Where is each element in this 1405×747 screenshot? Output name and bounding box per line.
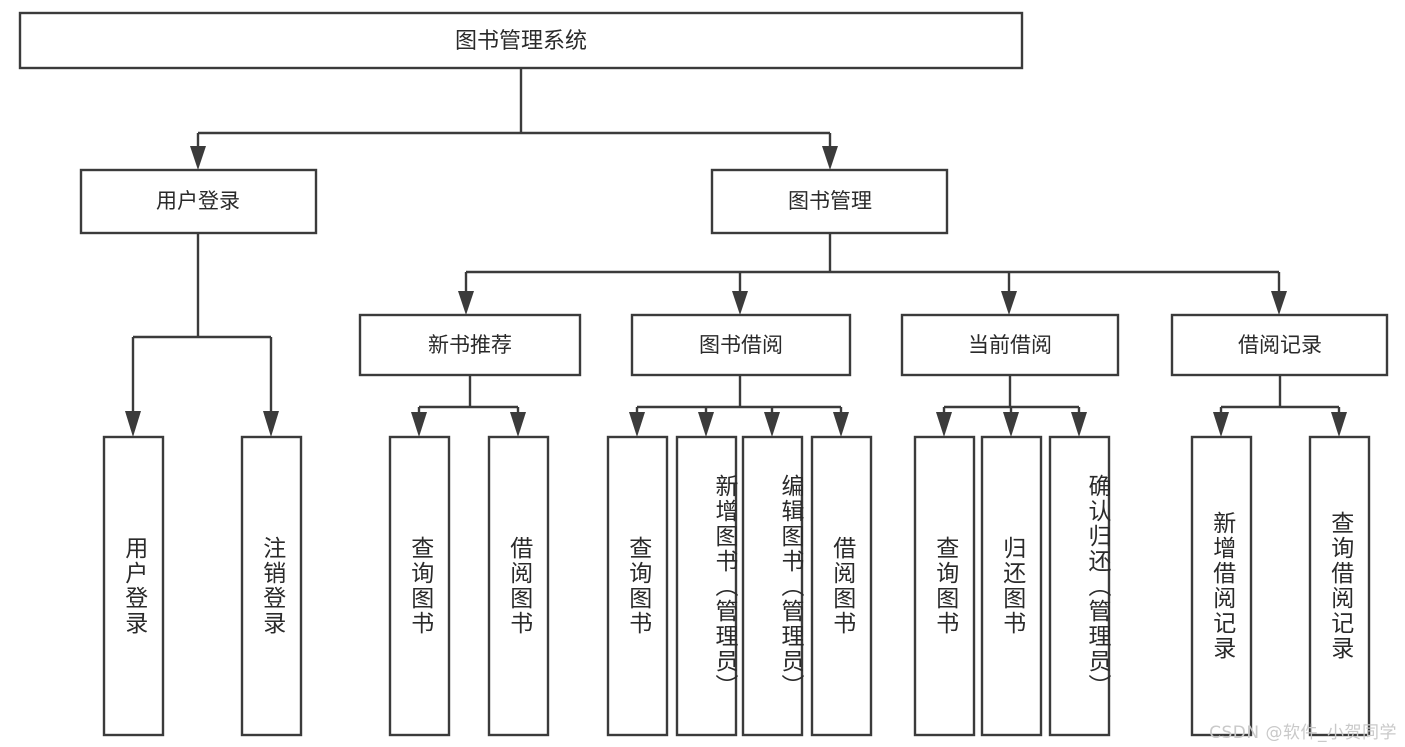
arrow-head-leaf-add-record bbox=[1213, 412, 1229, 437]
leaf-box-edit-book[interactable] bbox=[741, 435, 804, 737]
node-new-book-recommend-box[interactable] bbox=[358, 313, 582, 377]
node-new-book-recommend-label: 新书推荐 bbox=[428, 333, 512, 357]
leaf-box-borrow-book-2[interactable] bbox=[810, 435, 873, 737]
leaf-box-query-book-1[interactable] bbox=[388, 435, 451, 737]
node-book-manage[interactable]: 图书管理 bbox=[710, 168, 949, 235]
connector-layer bbox=[125, 68, 1347, 437]
leaf-box-borrow-book-1[interactable] bbox=[487, 435, 550, 737]
arrow-head-leaf-edit-book bbox=[764, 412, 780, 437]
node-root-system-box[interactable] bbox=[18, 11, 1024, 70]
arrow-head-leaf-return-book bbox=[1003, 412, 1019, 437]
leaf-box-return-book[interactable] bbox=[980, 435, 1043, 737]
node-book-borrow[interactable]: 图书借阅 bbox=[630, 313, 852, 377]
arrow-head-leaf-add-book bbox=[698, 412, 714, 437]
leaf-box-confirm-return[interactable] bbox=[1048, 435, 1111, 737]
node-book-borrow-box[interactable] bbox=[630, 313, 852, 377]
node-root-system[interactable]: 图书管理系统 bbox=[18, 11, 1024, 70]
node-book-manage-label: 图书管理 bbox=[788, 189, 872, 213]
arrow-head-borrow-record bbox=[1271, 291, 1287, 315]
leaf-box-add-book[interactable] bbox=[675, 435, 738, 737]
node-root-system-label: 图书管理系统 bbox=[455, 29, 587, 54]
arrow-head-new-book-rec bbox=[458, 291, 474, 315]
node-user-login-box[interactable] bbox=[79, 168, 318, 235]
leaf-box-logout[interactable] bbox=[240, 435, 303, 737]
leaf-box-query-book-2[interactable] bbox=[606, 435, 669, 737]
node-borrow-record[interactable]: 借阅记录 bbox=[1170, 313, 1389, 377]
node-current-borrow-box[interactable] bbox=[900, 313, 1120, 377]
node-book-manage-box[interactable] bbox=[710, 168, 949, 235]
arrow-head-leaf-logout bbox=[263, 411, 279, 437]
arrow-head-user-login bbox=[190, 146, 206, 170]
node-new-book-recommend[interactable]: 新书推荐 bbox=[358, 313, 582, 377]
leaf-box-add-record[interactable] bbox=[1190, 435, 1253, 737]
arrow-head-leaf-borrow-book-2 bbox=[833, 412, 849, 437]
leaf-box-query-record[interactable] bbox=[1308, 435, 1371, 737]
node-current-borrow-label: 当前借阅 bbox=[968, 333, 1052, 357]
node-borrow-record-box[interactable] bbox=[1170, 313, 1389, 377]
node-current-borrow[interactable]: 当前借阅 bbox=[900, 313, 1120, 377]
arrow-head-leaf-query-book-2 bbox=[629, 412, 645, 437]
node-user-login-label: 用户登录 bbox=[156, 189, 240, 213]
node-book-borrow-label: 图书借阅 bbox=[699, 333, 783, 357]
arrow-head-book-manage bbox=[822, 146, 838, 170]
arrow-head-leaf-user-login bbox=[125, 411, 141, 437]
arrow-head-leaf-query-book-1 bbox=[411, 412, 427, 437]
arrow-head-leaf-query-record bbox=[1331, 412, 1347, 437]
node-user-login[interactable]: 用户登录 bbox=[79, 168, 318, 235]
arrow-head-leaf-borrow-book-1 bbox=[510, 412, 526, 437]
node-borrow-record-label: 借阅记录 bbox=[1238, 333, 1322, 357]
leaf-box-query-book-3[interactable] bbox=[913, 435, 976, 737]
arrow-head-book-borrow bbox=[732, 291, 748, 315]
arrow-head-leaf-query-book-3 bbox=[936, 412, 952, 437]
arrow-head-leaf-confirm-return bbox=[1071, 412, 1087, 437]
leaf-box-user-login[interactable] bbox=[102, 435, 165, 737]
arrow-head-current-borrow bbox=[1001, 291, 1017, 315]
node-layer: 图书管理系统 用户登录 图书管理 新书推荐 图书借阅 当前 bbox=[18, 11, 1389, 737]
watermark-text: CSDN @软件_小贺同学 bbox=[1209, 723, 1397, 743]
